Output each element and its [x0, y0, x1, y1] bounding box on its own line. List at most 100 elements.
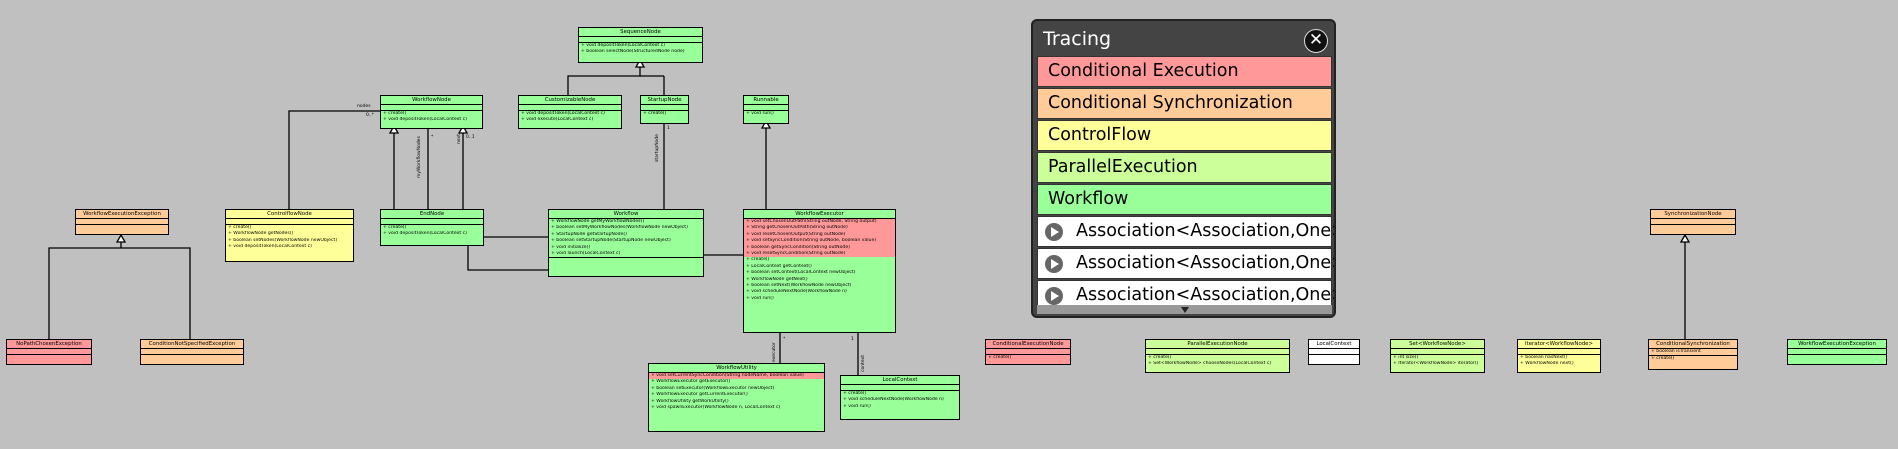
uml-class-parallel-execution-node[interactable]: ParallelExecutionNode + create()+ Set<Wor… [1145, 339, 1290, 373]
member-row: + void setCurrentSyncCondition(String no… [649, 373, 824, 380]
member-row: + WorkflowNode getMyWorkflowNodes() [551, 219, 645, 224]
member-row: + LocalContext getContext() [744, 263, 895, 271]
uml-class-workflow-node[interactable]: WorkflowNode+ create()+ void depositToke… [380, 95, 483, 129]
member-row: + void resetSyncCondition(String outNode… [744, 251, 895, 258]
inheritance-arrow [388, 124, 400, 134]
member-row: + create() [1148, 355, 1172, 360]
attributes-section [1651, 219, 1735, 225]
uml-class-sequence-node[interactable]: SequenceNode+ void depositToken(LocalCon… [578, 27, 703, 63]
member-row: + StartupNode getStartupNode() [551, 231, 627, 237]
uml-class-condition-not-specified-exception[interactable]: ConditionNotSpecifiedException [140, 339, 244, 365]
member-row: + create() [643, 111, 667, 116]
association-label: Association<Association,One> [1076, 221, 1336, 241]
member-row: + Iterator<WorkflowNode> iterator() [1393, 361, 1479, 367]
legend-conditional-synchronization: Conditional Synchronization [1037, 88, 1332, 119]
attributes-section [141, 349, 243, 355]
methods-section: + create() [1649, 356, 1737, 362]
uml-class-iterator-workflow-node[interactable]: Iterator<WorkflowNode> + boolean hasNext(… [1517, 339, 1601, 373]
member-row: + void depositToken(LocalContext c) [521, 111, 605, 116]
member-row: + boolean selectNode(StructuredNode node… [581, 49, 685, 55]
member-row: + boolean setNext(WorkflowNode newObject… [744, 283, 895, 290]
association-row[interactable]: Association<Association,One> [1037, 248, 1334, 279]
edge-label-nodes-multiplicity: 0..* [366, 113, 374, 118]
member-row: + boolean setContext(LocalContext newObj… [744, 270, 895, 277]
member-row: + void scheduleNextNode(WorkflowNode n) [843, 397, 944, 403]
attributes-section [1391, 349, 1484, 355]
uml-class-customizable-node[interactable]: CustomizableNode+ void depositToken(Loca… [518, 95, 622, 129]
methods-section [141, 355, 243, 360]
member-row: + void depositToken(LocalContext c) [581, 43, 665, 48]
edge-label-context-multiplicity: 1 [851, 337, 854, 342]
class-name: Runnable [744, 96, 788, 105]
legend-parallel-execution: ParallelExecution [1037, 152, 1332, 183]
member-row: + String getChosenOutPath(String outNode… [744, 225, 895, 232]
class-name: ConditionNotSpecifiedException [141, 340, 243, 349]
uml-class-local-context2[interactable]: LocalContext [1308, 339, 1360, 365]
member-row: + create() [1651, 356, 1675, 362]
uml-class-conditional-execution-node[interactable]: ConditionalExecutionNode+ create() [985, 339, 1071, 365]
edge-label-executor-multiplicity: * [783, 337, 786, 342]
uml-class-workflow[interactable]: Workflow+ WorkflowNode getMyWorkflowNode… [548, 209, 704, 277]
member-row: + create() [744, 257, 895, 264]
uml-class-startup-node[interactable]: StartupNode + create() [640, 95, 689, 124]
edge-label-context: context [861, 355, 866, 372]
class-name: ControlflowNode [226, 210, 353, 219]
scroll-down-icon[interactable] [1037, 305, 1332, 314]
class-name: WorkflowExecutionException [76, 210, 168, 219]
uml-class-set-workflow-node[interactable]: Set<WorkflowNode>+ int size()+ Iterator<… [1390, 339, 1485, 373]
class-name: ParallelExecutionNode [1146, 340, 1289, 349]
uml-class-no-path-chosen-exception[interactable]: NoPathChosenException [6, 339, 92, 365]
play-icon[interactable] [1045, 223, 1063, 241]
inheritance-arrow [1679, 233, 1691, 243]
uml-class-end-node[interactable]: EndNode+ create()+ void depositToken(Loc… [380, 209, 484, 246]
uml-class-runnable[interactable]: Runnable + void run() [743, 95, 789, 124]
uml-class-workflow-execution-exception[interactable]: WorkflowExecutionException [75, 209, 169, 235]
class-name: EndNode [381, 210, 483, 219]
uml-class-workflow-utility[interactable]: WorkflowUtility+ void setCurrentSyncCond… [648, 363, 825, 432]
association-row[interactable]: Association<Association,One> [1037, 216, 1334, 247]
member-row: + void scheduleNextNode(WorkflowNode n) [744, 289, 895, 296]
uml-class-controlflow-node[interactable]: ControlflowNode + create()+ WorkflowNode … [225, 209, 354, 262]
edge-label-my-workflow-nodes-multiplicity: * [431, 135, 434, 140]
methods-section [1788, 355, 1886, 360]
uml-class-local-context[interactable]: LocalContext+ create()+ void scheduleNex… [840, 375, 960, 420]
class-name: SynchronizationNode [1651, 210, 1735, 219]
member-row: + void execute(LocalContext c) [521, 117, 594, 123]
play-icon[interactable] [1045, 287, 1063, 305]
member-row: + void launch(LocalContext c) [551, 251, 621, 257]
class-name: Iterator<WorkflowNode> [1518, 340, 1600, 349]
member-row: + boolean setNodes(WorkflowNode newObjec… [228, 237, 338, 243]
inheritance-arrow [760, 119, 772, 129]
class-name: WorkflowExecutionException [1788, 340, 1886, 349]
methods-section: + create()+ void depositToken(LocalConte… [381, 111, 482, 124]
member-row: + void resetChosenOutput(String outNode) [744, 231, 895, 239]
methods-section: + create() [641, 111, 688, 117]
uml-class-conditional-synchronization[interactable]: ConditionalSynchronization+ boolean isTr… [1648, 339, 1738, 370]
methods-section [1651, 225, 1735, 230]
class-name: ConditionalSynchronization [1649, 340, 1737, 349]
play-icon[interactable] [1045, 255, 1063, 273]
uml-class-workflow-execution-exception2[interactable]: WorkflowExecutionException [1787, 339, 1887, 365]
member-row: + void run() [746, 111, 774, 116]
methods-section: + create()+ WorkflowNode getNodes()+ boo… [226, 225, 353, 251]
close-icon[interactable]: ✕ [1304, 29, 1328, 53]
class-name: Set<WorkflowNode> [1391, 340, 1484, 349]
methods-section: + create()+ Set<WorkflowNode> chooseNode… [1146, 355, 1289, 368]
tracing-panel[interactable]: Tracing ✕ Conditional Execution Conditio… [1031, 19, 1336, 318]
methods-section: + boolean hasNext()+ WorkflowNode next() [1518, 355, 1600, 368]
class-name: StartupNode [641, 96, 688, 105]
member-row: + WorkflowNode getNext() [744, 276, 895, 284]
uml-class-workflow-executor[interactable]: WorkflowExecutor+ void setChosenOutPath(… [743, 209, 896, 333]
attributes-section [641, 105, 688, 111]
class-name: WorkflowUtility [649, 364, 824, 373]
inheritance-arrow [634, 58, 646, 68]
attributes-section [519, 105, 621, 111]
methods-section: + create() [986, 355, 1070, 361]
attributes-section [1309, 349, 1359, 355]
legend-label: ControlFlow [1048, 125, 1152, 145]
connector-lines [48, 64, 1686, 375]
member-row: + create() [843, 391, 867, 396]
uml-class-synchronization-node[interactable]: SynchronizationNode [1650, 209, 1736, 235]
attributes-section [7, 349, 91, 355]
